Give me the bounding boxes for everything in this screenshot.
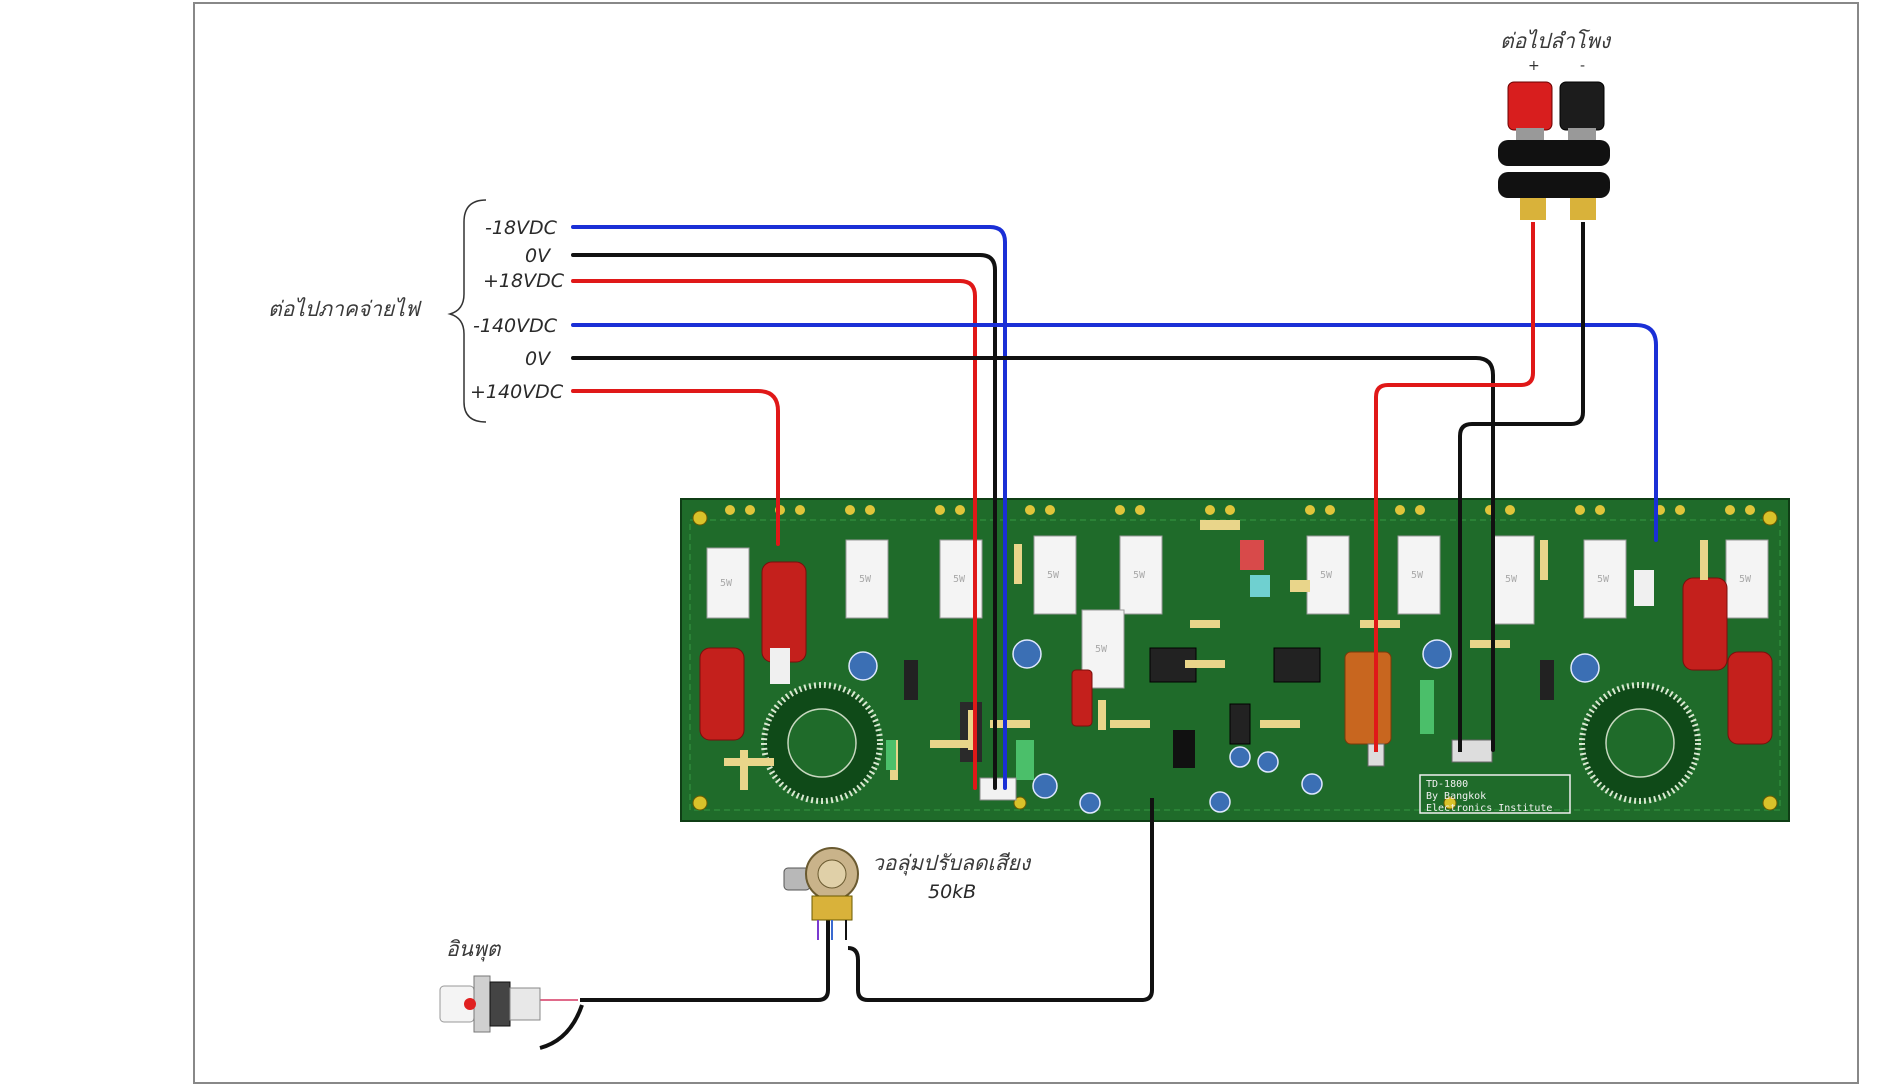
svg-text:5W: 5W [1739, 574, 1752, 585]
label-minus-140vdc: -140VDC [473, 315, 558, 337]
svg-text:5W: 5W [859, 574, 872, 585]
speaker-minus-label: - [1580, 58, 1585, 74]
volume-label: วอลุ่มปรับลดเสียง [872, 851, 1032, 876]
label-plus-18vdc: +18VDC [483, 270, 565, 292]
power-label-brace [447, 199, 487, 423]
speaker-wire-negative [1458, 222, 1585, 752]
svg-text:5W: 5W [1320, 570, 1333, 581]
input-label: อินพุต [446, 937, 502, 962]
svg-text:By Bangkok: By Bangkok [1426, 791, 1486, 802]
power-wires [571, 225, 1658, 790]
small-components [724, 520, 1708, 790]
wire-minus-140vdc [571, 323, 1658, 542]
top-connector-pads [725, 505, 1755, 515]
wire-input-ground [539, 1004, 584, 1050]
svg-text:5W: 5W [953, 574, 966, 585]
signal-wires [539, 798, 1154, 1050]
wire-input-to-pot [580, 920, 830, 1002]
svg-text:Electronics Institute: Electronics Institute [1426, 803, 1552, 814]
speaker-plus-label: + [1528, 58, 1540, 74]
speaker-title: ต่อไปลำโพง [1500, 29, 1612, 53]
power-group-title: ต่อไปภาคจ่ายไฟ [268, 297, 422, 321]
svg-text:5W: 5W [1047, 570, 1060, 581]
wire-0v-signal [571, 253, 997, 790]
speaker-terminals: ต่อไปลำโพง + - [1498, 29, 1612, 220]
input-rca-jack: อินพุต [439, 937, 541, 1033]
input-terminal-block [979, 777, 1017, 801]
svg-text:5W: 5W [1505, 574, 1518, 585]
svg-text:5W: 5W [720, 578, 733, 589]
svg-text:5W: 5W [1411, 570, 1424, 581]
speaker-wires [1374, 222, 1585, 752]
speaker-wire-positive [1374, 222, 1535, 752]
wire-0v-power [571, 356, 1495, 752]
amplifier-pcb: 5W 5W 5W 5W 5W 5W 5W 5W 5W 5W 5W [680, 498, 1790, 822]
svg-text:TD-1800: TD-1800 [1426, 779, 1468, 790]
wire-pot-to-board [847, 798, 1154, 1002]
label-0v-power: 0V [525, 348, 552, 370]
board-silkscreen: TD-1800 By Bangkok Electronics Institute [1419, 774, 1571, 814]
label-0v-signal: 0V [525, 245, 552, 267]
label-plus-140vdc: +140VDC [470, 381, 564, 403]
binding-post-negative [1559, 81, 1605, 140]
small-capacitors [848, 639, 1600, 814]
film-capacitor [1344, 651, 1392, 745]
svg-text:5W: 5W [1133, 570, 1146, 581]
label-minus-18vdc: -18VDC [485, 217, 558, 239]
volume-potentiometer [783, 847, 859, 940]
wire-minus-18vdc [571, 225, 1007, 790]
wire-plus-140vdc [571, 389, 780, 546]
mounting-holes [692, 510, 1778, 811]
power-supply-labels: ต่อไปภาคจ่ายไฟ -18VDC 0V +18VDC -140VDC … [268, 199, 565, 423]
output-inductors [761, 682, 1701, 804]
binding-post-positive [1507, 81, 1553, 140]
filter-capacitors [699, 561, 1773, 745]
volume-value: 50kB [928, 881, 976, 903]
svg-text:5W: 5W [1597, 574, 1610, 585]
wire-plus-18vdc [571, 279, 977, 790]
svg-text:5W: 5W [1095, 644, 1108, 655]
